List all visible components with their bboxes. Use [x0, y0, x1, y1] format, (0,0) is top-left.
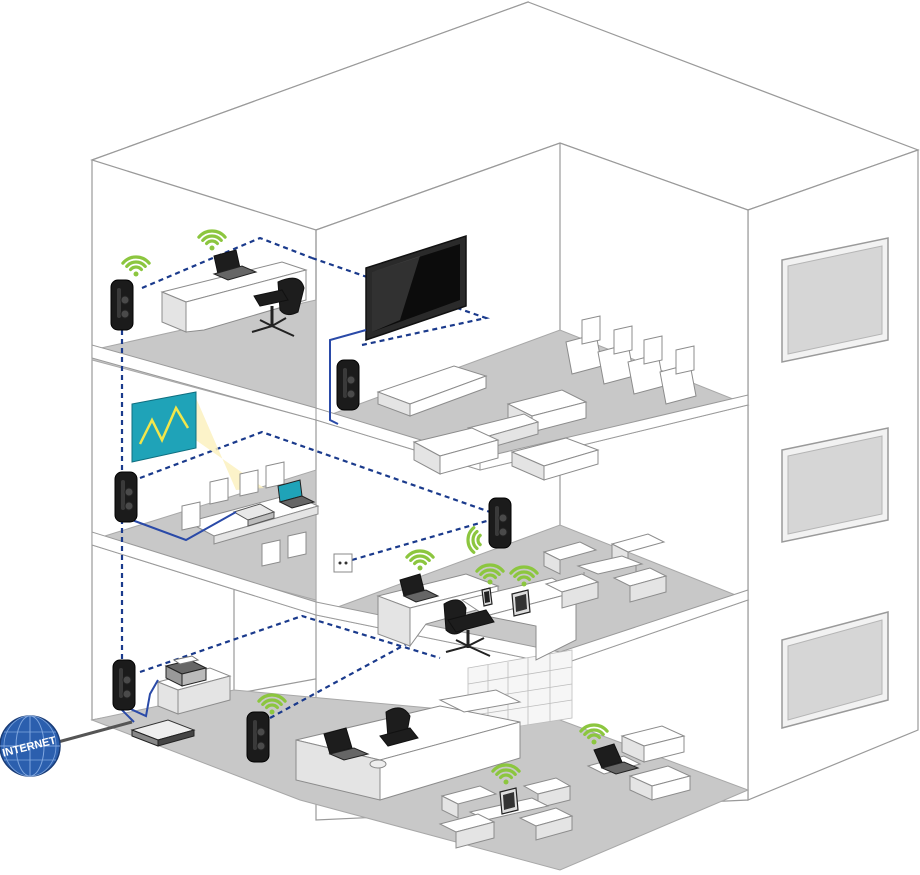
wifi-icon	[475, 563, 505, 585]
window-middle	[781, 427, 889, 543]
printer-icon	[164, 655, 208, 687]
top-left-office	[160, 249, 308, 337]
wifi-icon	[405, 549, 435, 571]
powerline-adapter-icon	[114, 471, 138, 523]
wifi-icon	[197, 229, 227, 251]
window-bottom	[781, 611, 889, 729]
internet-globe: INTERNET	[0, 715, 133, 777]
top-right-lounge	[329, 234, 697, 481]
powerline-adapter-icon	[112, 659, 136, 711]
window-top	[781, 237, 889, 363]
ground-lounge	[438, 777, 574, 849]
wifi-icon	[579, 723, 609, 745]
conference-room	[131, 391, 320, 567]
link-ground-to-reception	[139, 614, 441, 674]
wifi-icon	[509, 565, 539, 587]
wifi-icon	[491, 763, 521, 785]
link-office-socket	[351, 518, 491, 562]
laptop-icon	[399, 573, 440, 603]
sofa-group	[412, 389, 600, 481]
link-top-to-laptop	[141, 236, 313, 290]
powerline-adapter-icon	[110, 279, 134, 331]
link-top-to-tv	[311, 256, 491, 347]
laptop-icon	[212, 249, 258, 281]
projection-screen	[131, 391, 197, 463]
wall-socket-icon	[333, 553, 353, 573]
powerline-adapter-icon	[336, 359, 360, 411]
office-chair	[251, 277, 305, 337]
projector-icon	[232, 503, 276, 527]
laptop-icon	[277, 479, 316, 509]
laptop-icon	[593, 743, 640, 775]
wifi-signals	[121, 229, 609, 785]
wifi-icon	[121, 255, 151, 277]
router-icon	[130, 719, 196, 747]
wifi-icon	[257, 693, 287, 715]
tablet-icon	[511, 589, 531, 617]
office-chair	[379, 707, 419, 747]
lounge-set	[542, 533, 668, 609]
middle-office	[333, 533, 668, 661]
link-middle-to-office	[139, 430, 491, 514]
ground-floor	[117, 655, 692, 849]
tablet-icon	[499, 787, 519, 815]
powerline-links	[120, 236, 491, 719]
powerline-adapter-icon	[246, 711, 270, 763]
laptop-icon	[323, 727, 370, 761]
phone-icon	[481, 587, 493, 607]
globe-icon	[0, 715, 61, 777]
windows	[781, 237, 889, 729]
tv-icon	[365, 234, 467, 342]
powerline-adapters	[110, 279, 512, 763]
chair-row	[565, 315, 697, 405]
office-chair	[443, 599, 495, 657]
powerline-adapter-icon	[488, 497, 512, 549]
wifi-icon	[466, 526, 482, 554]
